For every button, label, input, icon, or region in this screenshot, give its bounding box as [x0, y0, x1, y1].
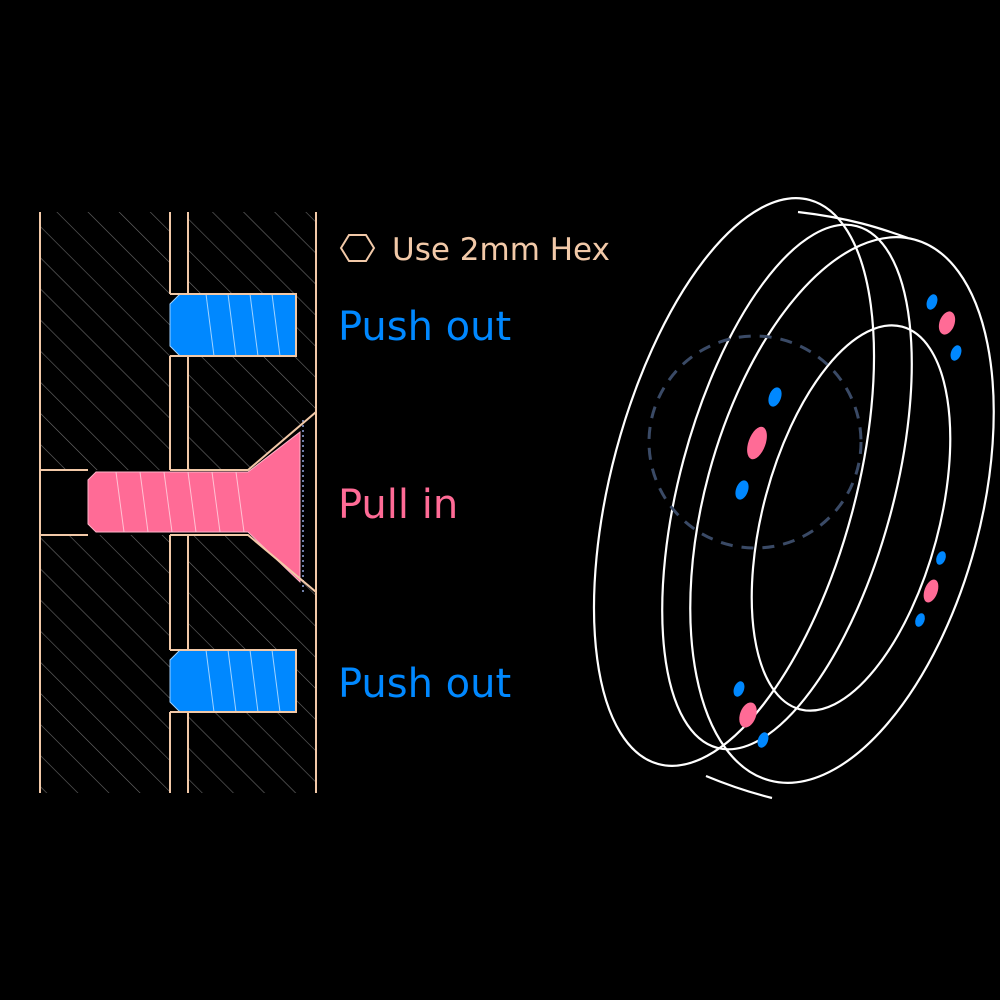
hex-note: Use 2mm Hex — [339, 232, 610, 268]
push-out-label-top: Push out — [338, 304, 511, 350]
left-plate — [40, 212, 170, 793]
pull-in-label: Pull in — [338, 482, 458, 528]
hex-note-text: Use 2mm Hex — [392, 232, 610, 268]
ring-view — [592, 197, 995, 800]
push-out-screw-bottom — [169, 649, 297, 713]
section-outline — [39, 212, 317, 793]
cross-section — [39, 212, 317, 793]
ring-outline — [592, 197, 995, 800]
hole-group-bottom — [733, 681, 769, 748]
hole-group-top — [926, 294, 962, 361]
hexagon-icon — [339, 234, 376, 262]
hole-group-right — [915, 551, 946, 627]
hole-group-left — [735, 387, 782, 500]
push-out-label-bottom: Push out — [338, 661, 511, 707]
push-out-screw-top — [169, 293, 297, 357]
dashed-circle — [647, 334, 863, 550]
pull-in-screw — [87, 420, 304, 592]
